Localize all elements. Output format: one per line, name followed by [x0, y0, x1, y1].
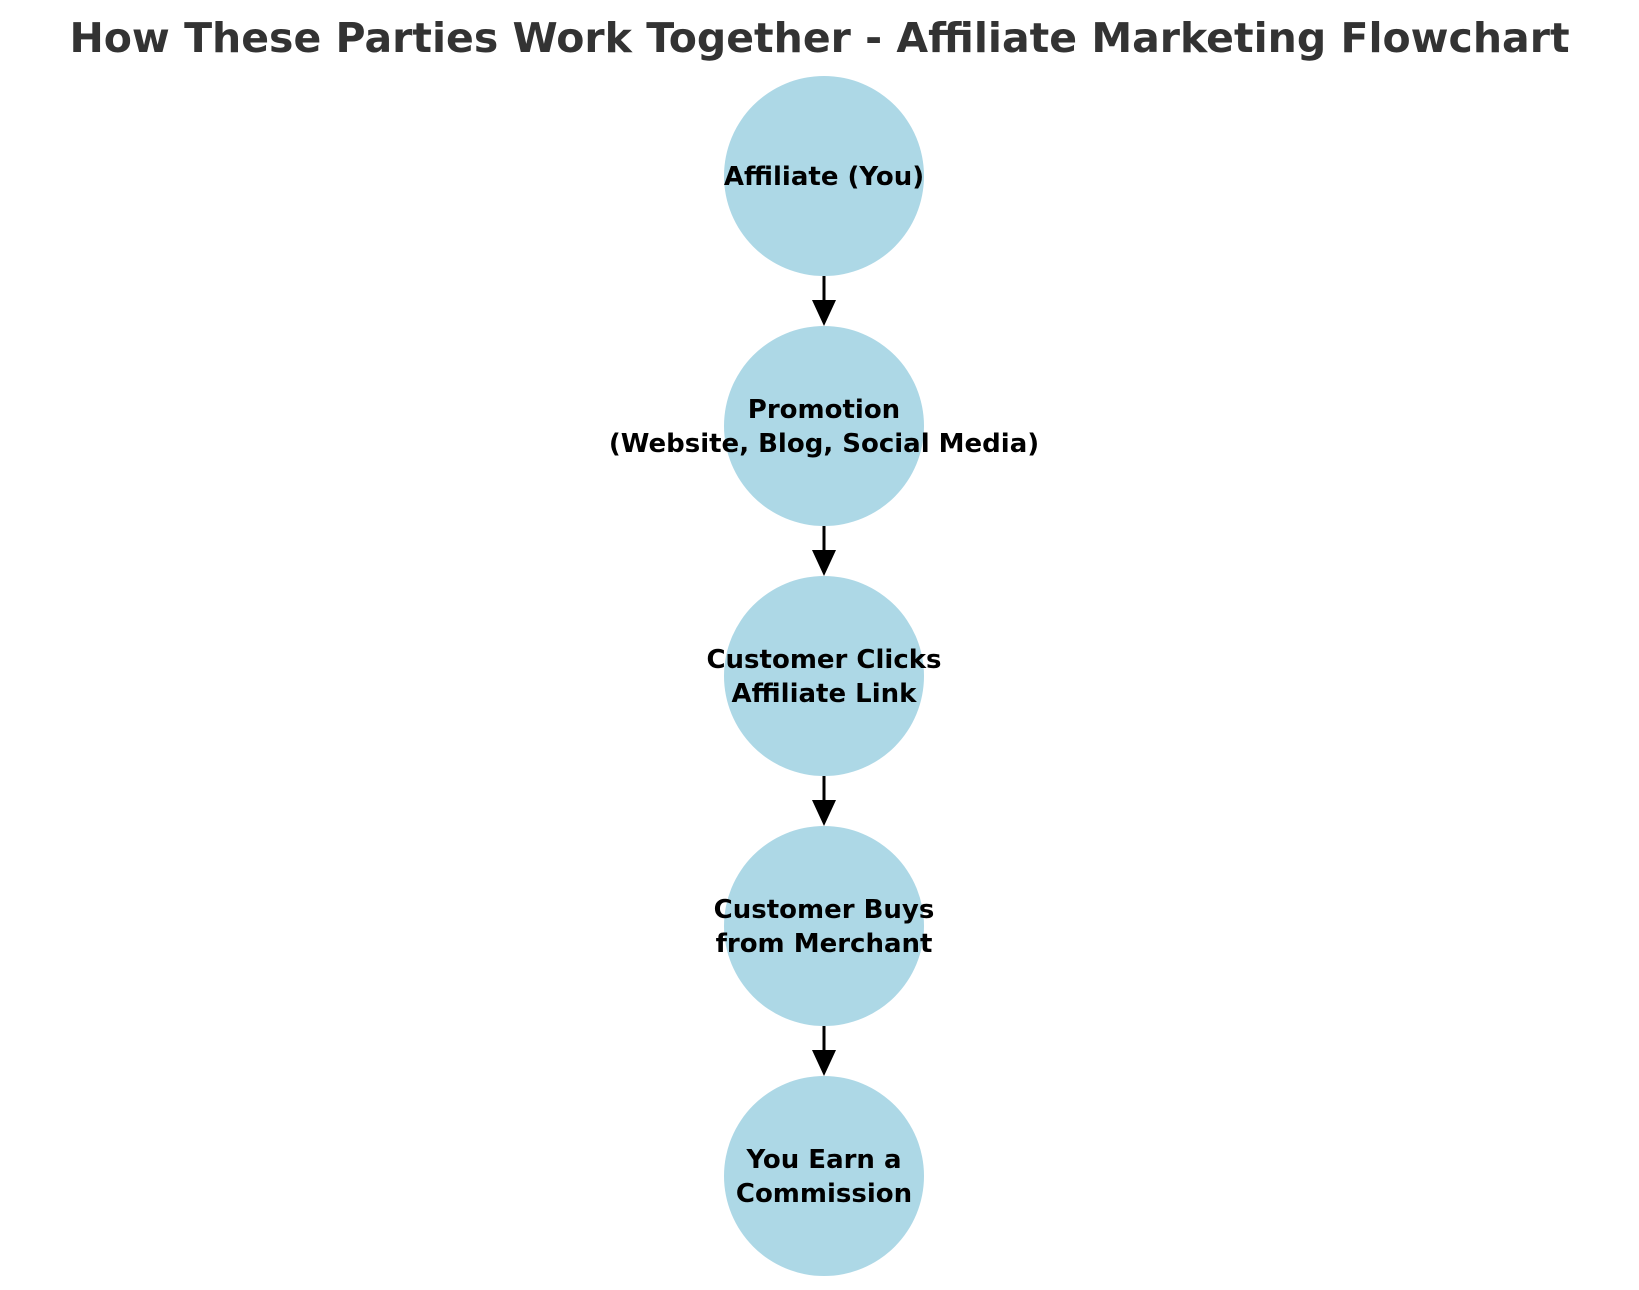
node-commission: You Earn a Commission [724, 1076, 924, 1276]
edge-arrow [812, 276, 836, 326]
node-label: Customer Clicks [706, 645, 941, 675]
node-label: from Merchant [716, 929, 933, 959]
node-label: (Website, Blog, Social Media) [609, 429, 1039, 459]
edge-arrow [812, 1026, 836, 1076]
diagram-title: How These Parties Work Together - Affili… [69, 14, 1570, 62]
arrowhead [812, 550, 836, 576]
node-circle [724, 1076, 924, 1276]
node-customer-buys: Customer Buys from Merchant [714, 826, 935, 1026]
arrowhead [812, 300, 836, 326]
node-circle [724, 576, 924, 776]
node-label: Customer Buys [714, 895, 935, 925]
node-circle [724, 326, 924, 526]
node-label: Promotion [748, 395, 900, 425]
arrowhead [812, 1050, 836, 1076]
node-label: Affiliate Link [732, 679, 918, 709]
edges-layer [812, 276, 836, 1076]
edge-arrow [812, 526, 836, 576]
node-label: Commission [736, 1179, 912, 1209]
nodes-layer: Affiliate (You) Promotion (Website, Blog, … [609, 76, 1039, 1276]
node-label: Affiliate (You) [724, 162, 924, 192]
node-promotion: Promotion (Website, Blog, Social Media) [609, 326, 1039, 526]
node-circle [724, 76, 924, 276]
edge-arrow [812, 776, 836, 826]
node-label: You Earn a [745, 1145, 901, 1175]
node-circle [724, 826, 924, 1026]
arrowhead [812, 800, 836, 826]
node-affiliate: Affiliate (You) [724, 76, 924, 276]
